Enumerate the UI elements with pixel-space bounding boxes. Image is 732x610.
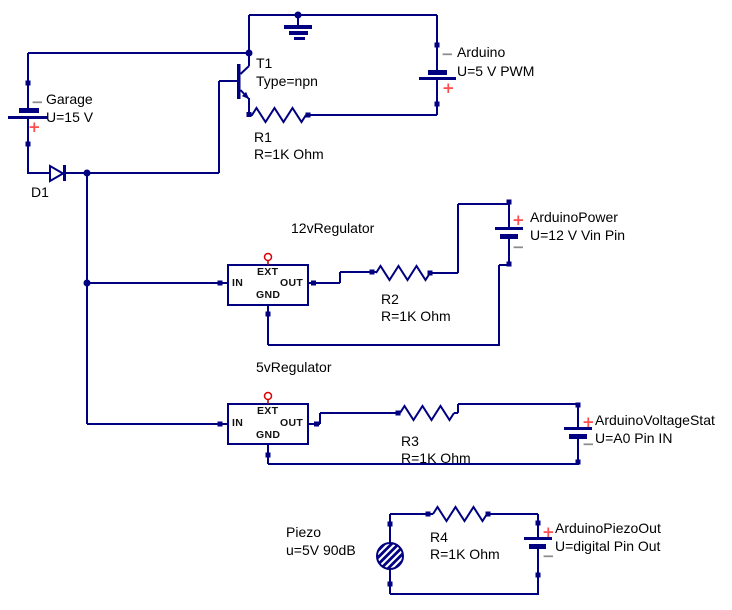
arduino-power-value-label[interactable]: U=12 V Vin Pin [530, 227, 626, 243]
r4-value-label[interactable]: R=1K Ohm [430, 546, 500, 562]
emitter-arrow-icon [241, 91, 249, 99]
d1-name-label[interactable]: D1 [31, 184, 49, 200]
arduino-power-plus-sign: + [512, 211, 525, 229]
resistor-r1-symbol[interactable] [249, 106, 307, 124]
resistor-r2-symbol[interactable] [375, 264, 431, 282]
r3-value-label[interactable]: R=1K Ohm [401, 450, 471, 466]
arduino-piezo-out-plus-sign: + [542, 523, 555, 541]
node-dot [217, 421, 223, 427]
t1-name-label[interactable]: T1 [256, 55, 273, 71]
arduino-power-minus-sign: − [512, 238, 525, 256]
node-dot [506, 261, 512, 267]
regulator-5v-box[interactable] [227, 403, 309, 445]
reg12-pin-out: OUT [280, 277, 304, 289]
node-dot [311, 280, 316, 286]
reg5-pin-out: OUT [280, 417, 304, 429]
arduino-value-label[interactable]: U=5 V PWM [457, 63, 535, 79]
node-dot [575, 402, 581, 408]
ground-symbol[interactable] [284, 25, 312, 40]
battery-arduino-symbol[interactable] [419, 70, 456, 80]
arduino-piezo-out-name-label[interactable]: ArduinoPiezoOut [555, 520, 661, 536]
node-dot [395, 410, 401, 416]
garage-name-label[interactable]: Garage [46, 91, 93, 107]
r1-value-label[interactable]: R=1K Ohm [254, 146, 324, 162]
node-dot [265, 311, 271, 317]
junction-dot [83, 279, 91, 287]
wire-group-5v[interactable] [87, 403, 579, 465]
garage-value-label[interactable]: U=15 V [46, 109, 94, 125]
arduino-voltage-stat-value-label[interactable]: U=A0 Pin IN [595, 430, 673, 446]
arduino-piezo-out-value-label[interactable]: U=digital Pin Out [555, 538, 661, 554]
arduino-name-label[interactable]: Arduino [457, 44, 506, 60]
terminal-nodes [25, 42, 581, 587]
node-dot [387, 521, 393, 527]
node-dot [25, 141, 31, 147]
node-dot [575, 459, 581, 465]
node-dot [305, 112, 311, 118]
node-dot [387, 581, 393, 587]
regulator-5v-label[interactable]: 5vRegulator [256, 359, 332, 375]
ext-pin-circle-icon[interactable] [263, 252, 273, 262]
reg5-pin-ext: EXT [257, 405, 279, 417]
ext-pin-circle-icon[interactable] [263, 391, 273, 401]
transistor-t1-symbol[interactable] [237, 64, 250, 100]
reg12-pin-in: IN [232, 277, 244, 289]
node-dot [434, 101, 440, 107]
reg5-pin-gnd: GND [256, 429, 281, 441]
node-dot [314, 421, 319, 427]
arduino-voltage-stat-name-label[interactable]: ArduinoVoltageStat [595, 412, 715, 428]
piezo-name-label[interactable]: Piezo [286, 524, 322, 540]
junction-dot [245, 49, 253, 57]
wire-group-piezo[interactable] [389, 513, 539, 595]
battery-garage-symbol[interactable] [8, 108, 48, 119]
r4-name-label[interactable]: R4 [430, 529, 448, 545]
reg12-pin-ext: EXT [257, 266, 279, 278]
battery-arduino-power-symbol[interactable] [495, 227, 523, 239]
arduino-minus-sign: − [441, 45, 454, 63]
node-dot [25, 80, 31, 86]
battery-arduino-piezo-out-symbol[interactable] [524, 537, 552, 549]
arduino-voltage-stat-plus-sign: + [582, 413, 595, 431]
junction-dot [294, 11, 302, 19]
node-dot [217, 280, 223, 286]
resistor-r4-symbol[interactable] [432, 505, 488, 523]
arduino-piezo-out-minus-sign: − [542, 547, 555, 565]
t1-type-label[interactable]: Type=npn [256, 73, 318, 89]
node-dot [485, 511, 491, 517]
piezo-value-label[interactable]: u=5V 90dB [286, 542, 356, 558]
r2-name-label[interactable]: R2 [381, 291, 399, 307]
arduino-voltage-stat-minus-sign: − [582, 435, 595, 453]
arduino-power-name-label[interactable]: ArduinoPower [530, 209, 618, 225]
node-dot [434, 42, 440, 48]
reg5-pin-in: IN [232, 417, 244, 429]
battery-arduino-voltage-stat-symbol[interactable] [564, 427, 592, 439]
node-dot [506, 199, 512, 205]
junction-dot [83, 169, 91, 177]
r3-name-label[interactable]: R3 [401, 433, 419, 449]
resistor-r3-symbol[interactable] [399, 404, 455, 422]
node-dot [265, 452, 271, 458]
node-dot [535, 520, 541, 526]
node-dot [427, 270, 433, 276]
garage-plus-sign: + [28, 118, 41, 136]
garage-minus-sign: − [31, 93, 44, 111]
node-dot [425, 511, 431, 517]
node-dot [535, 572, 541, 578]
node-dot [246, 112, 252, 117]
regulator-12v-label[interactable]: 12vRegulator [291, 220, 375, 236]
reg12-pin-gnd: GND [256, 289, 281, 301]
r1-name-label[interactable]: R1 [254, 129, 272, 145]
node-dot [369, 269, 375, 275]
junction-dots [83, 11, 302, 287]
arduino-plus-sign: + [442, 79, 455, 97]
r2-value-label[interactable]: R=1K Ohm [381, 308, 451, 324]
diode-d1-symbol[interactable] [49, 164, 66, 183]
